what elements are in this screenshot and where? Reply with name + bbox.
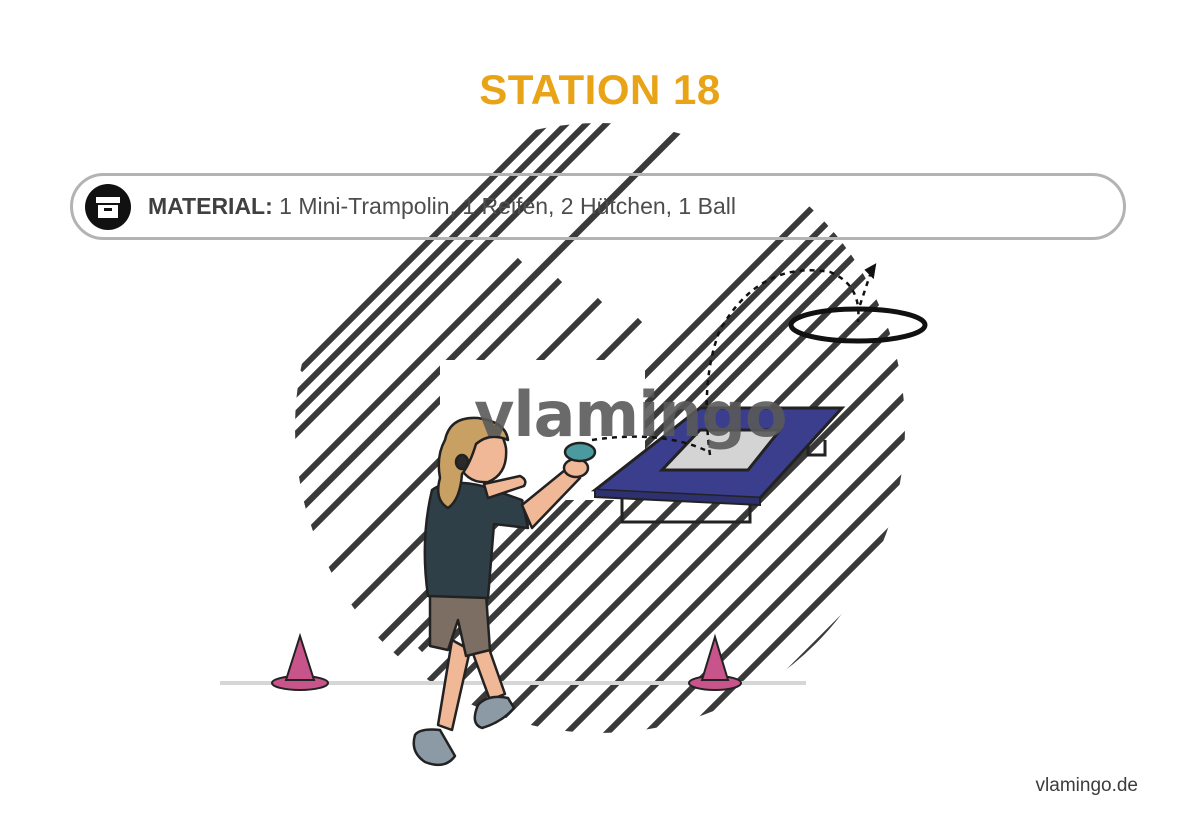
mini-trampoline-icon bbox=[590, 406, 846, 524]
ball-trajectory bbox=[591, 269, 872, 456]
material-bar: MATERIAL: 1 Mini-Trampolin, 1 Reifen, 2 … bbox=[70, 173, 1126, 240]
material-items: 1 Mini-Trampolin, 1 Reifen, 2 Hütchen, 1… bbox=[272, 193, 736, 219]
hoop-icon bbox=[788, 306, 928, 344]
trajectory-arrow-icon bbox=[864, 263, 877, 280]
material-text: MATERIAL: 1 Mini-Trampolin, 1 Reifen, 2 … bbox=[148, 193, 736, 220]
girl-figure bbox=[412, 416, 590, 767]
ball-icon bbox=[563, 441, 597, 463]
site-link[interactable]: vlamingo.de bbox=[1035, 775, 1138, 796]
cone-right-icon bbox=[688, 633, 742, 691]
archive-box-icon bbox=[85, 183, 131, 230]
material-label: MATERIAL: bbox=[148, 193, 273, 219]
cone-left-icon bbox=[271, 632, 329, 691]
station-title: STATION 18 bbox=[479, 66, 721, 113]
vlamingo-watermark: vlamingo bbox=[474, 378, 787, 451]
